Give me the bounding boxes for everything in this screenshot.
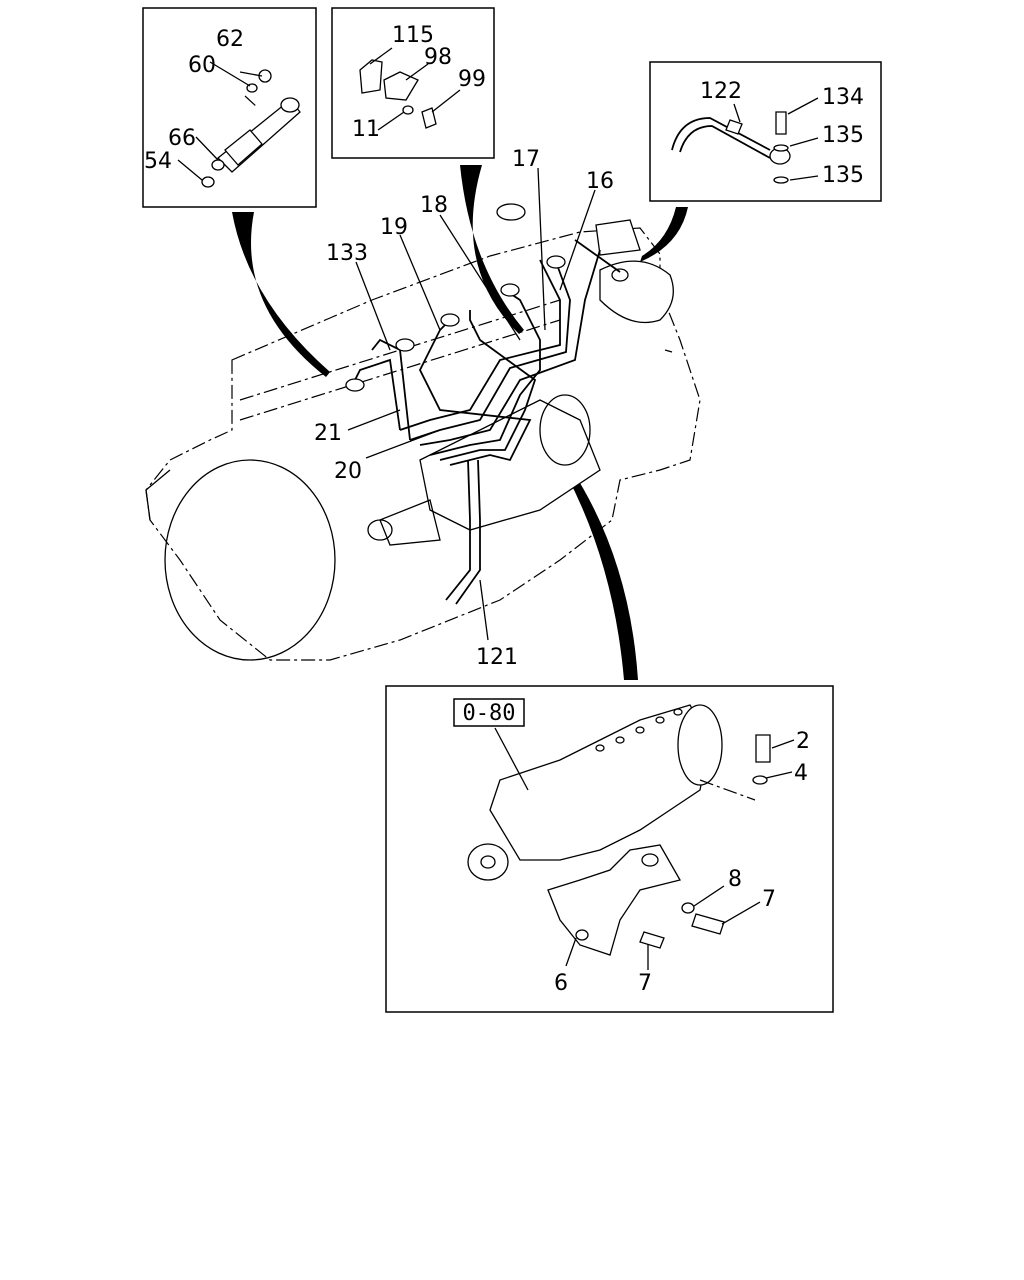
clamp-detail (359, 47, 461, 131)
detail-frame-pump-bracket (385, 685, 834, 1013)
callout-18: 18 (420, 193, 448, 218)
pump-bracket-detail (467, 704, 795, 970)
detail-frame-overflow-pipe (649, 61, 882, 202)
callout-60: 60 (188, 53, 216, 78)
part-ref-label: 0-80 (463, 701, 516, 726)
callout-7-lower: 7 (638, 971, 652, 996)
callout-6: 6 (554, 971, 568, 996)
callout-99: 99 (458, 67, 486, 92)
callout-121: 121 (476, 645, 518, 670)
callout-21: 21 (314, 421, 342, 446)
callout-122: 122 (700, 79, 742, 104)
overflow-pipe-detail (671, 97, 819, 184)
engine-assembly (145, 167, 701, 661)
leader-arrow-overflow (640, 207, 688, 262)
leader-arrow-bracket (566, 470, 638, 680)
detail-frame-clamp (331, 7, 495, 159)
callout-11: 11 (352, 117, 380, 142)
callout-8: 8 (728, 867, 742, 892)
callout-115: 115 (392, 23, 434, 48)
leader-arrow-nozzle (232, 212, 330, 377)
leader-arrow-clamp (460, 165, 524, 334)
callout-7-right: 7 (762, 887, 776, 912)
callout-135-lower: 135 (822, 163, 864, 188)
callout-54: 54 (144, 149, 172, 174)
part-ref-box (453, 698, 525, 727)
callout-135-upper: 135 (822, 123, 864, 148)
callout-134: 134 (822, 85, 864, 110)
callout-133: 133 (326, 241, 368, 266)
nozzle-detail (177, 61, 301, 188)
detail-frame-nozzle (142, 7, 317, 208)
callout-17: 17 (512, 147, 540, 172)
callout-20: 20 (334, 459, 362, 484)
callout-98: 98 (424, 45, 452, 70)
callout-16: 16 (586, 169, 614, 194)
callout-4: 4 (794, 761, 808, 786)
callout-19: 19 (380, 215, 408, 240)
callout-62: 62 (216, 27, 244, 52)
callout-66: 66 (168, 126, 196, 151)
callout-2: 2 (796, 729, 810, 754)
